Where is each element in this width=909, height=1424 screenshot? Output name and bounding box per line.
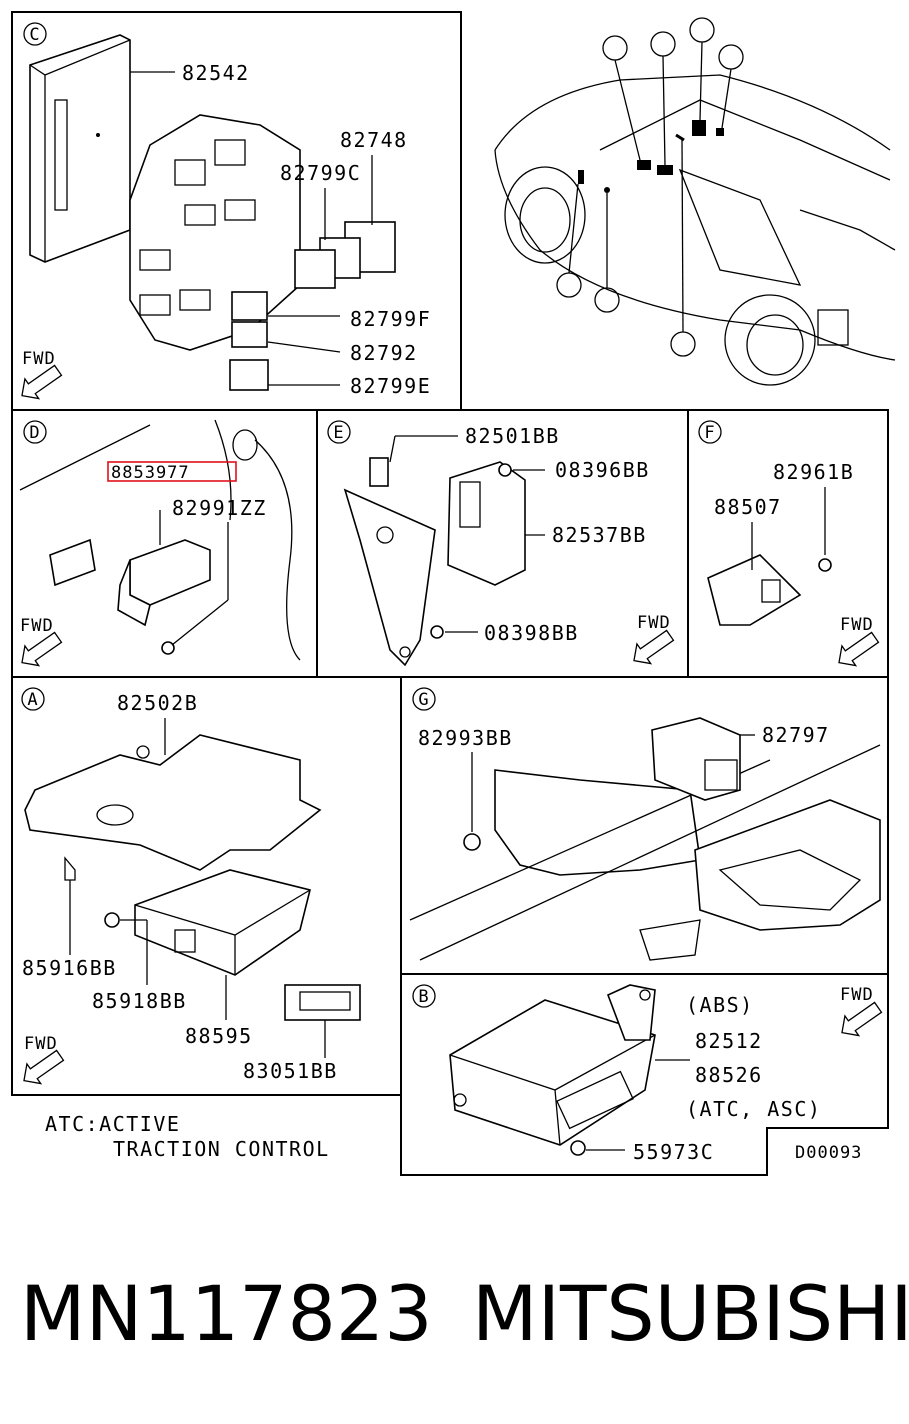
label-08398bb: 08398BB — [484, 621, 579, 645]
svg-text:FWD: FWD — [637, 613, 671, 633]
label-82797: 82797 — [762, 723, 830, 747]
note-line-2: TRACTION CONTROL — [113, 1137, 330, 1161]
label-08396bb: 08396BB — [555, 458, 650, 482]
label-82537bb: 82537BB — [552, 523, 647, 547]
frame-structure-illustration — [409, 744, 881, 961]
svg-text:B: B — [418, 987, 429, 1007]
panel-d: D 8853977 82991ZZ FWD — [14, 419, 301, 674]
panel-frames — [11, 11, 889, 1176]
label-82542: 82542 — [182, 61, 250, 85]
callout-c — [689, 17, 715, 121]
label-82502b: 82502B — [117, 691, 198, 715]
vehicle-overview — [494, 17, 896, 386]
label-82961b: 82961B — [773, 460, 854, 484]
etacs-unit-illustration — [29, 34, 131, 263]
svg-text:FWD: FWD — [20, 616, 54, 636]
label-82501bb: 82501BB — [465, 424, 560, 448]
label-88526: 88526 — [695, 1063, 763, 1087]
label-82792: 82792 — [350, 341, 418, 365]
label-88507: 88507 — [714, 495, 782, 519]
panel-a: A 82502B 85916BB 85918BB 88595 83051BB F… — [16, 687, 387, 1092]
label-82993bb: 82993BB — [418, 726, 513, 750]
label-55973c: 55973C — [633, 1140, 714, 1164]
panel-b: B (ABS) 82512 88526 (ATC, ASC) 55973C FW… — [412, 984, 886, 1164]
mount-plate-illustration — [24, 734, 322, 871]
bracket-illustration — [343, 457, 436, 667]
callout-d — [718, 44, 744, 129]
footer: MN117823 MITSUBISHI — [20, 1269, 909, 1358]
ecu-a-illustration — [134, 869, 311, 976]
svg-text:A: A — [27, 690, 38, 710]
svg-text:FWD: FWD — [840, 985, 874, 1005]
callout-f — [594, 193, 620, 313]
panel-f: F 82961B 88507 FWD — [698, 420, 883, 674]
callout-a — [602, 35, 641, 161]
svg-text:G: G — [418, 690, 429, 710]
brand-name: MITSUBISHI — [472, 1269, 909, 1358]
diagram-code: D00093 — [795, 1143, 862, 1163]
panel-c: C 82542 — [14, 22, 431, 407]
sensor-module-illustration — [49, 538, 211, 627]
callout-b — [650, 31, 676, 166]
junction-block-illustration — [129, 114, 301, 351]
fwd-label-c: FWD — [22, 349, 56, 369]
label-82748: 82748 — [340, 128, 408, 152]
label-82799e: 82799E — [350, 374, 431, 398]
label-82512: 82512 — [695, 1029, 763, 1053]
highlight-box — [107, 461, 237, 482]
panel-e: E 82501BB 08396BB 82537BB 08398BB FWD — [327, 420, 678, 672]
svg-text:E: E — [333, 423, 344, 443]
relay-g-illustration — [651, 717, 741, 801]
label-8853977: 8853977 — [111, 463, 190, 483]
label-82799c: 82799C — [280, 161, 361, 185]
svg-text:FWD: FWD — [24, 1034, 58, 1054]
callout-g — [670, 139, 696, 357]
label-82799f: 82799F — [350, 307, 431, 331]
svg-text:D: D — [29, 423, 40, 443]
callout-e — [556, 183, 582, 298]
label-82991zz: 82991ZZ — [172, 496, 267, 520]
label-83051bb: 83051BB — [243, 1059, 338, 1083]
relays-illustration — [229, 221, 396, 391]
abs-unit-illustration — [449, 984, 656, 1146]
label-85918bb: 85918BB — [92, 989, 187, 1013]
svg-text:F: F — [704, 423, 715, 443]
relay-f-illustration — [707, 554, 802, 626]
part-number: MN117823 — [20, 1269, 433, 1358]
panel-c-letter: C — [29, 25, 40, 45]
notes: ATC:ACTIVE TRACTION CONTROL D00093 — [45, 1112, 862, 1163]
note-line-1: ATC:ACTIVE — [45, 1112, 180, 1136]
panel-g: G 82993BB 82797 — [409, 687, 881, 961]
label-88595: 88595 — [185, 1024, 253, 1048]
label-85916bb: 85916BB — [22, 956, 117, 980]
svg-text:FWD: FWD — [840, 615, 874, 635]
label-abs: (ABS) — [686, 993, 754, 1017]
control-unit-illustration — [447, 461, 526, 586]
label-atc-asc: (ATC, ASC) — [686, 1097, 821, 1121]
